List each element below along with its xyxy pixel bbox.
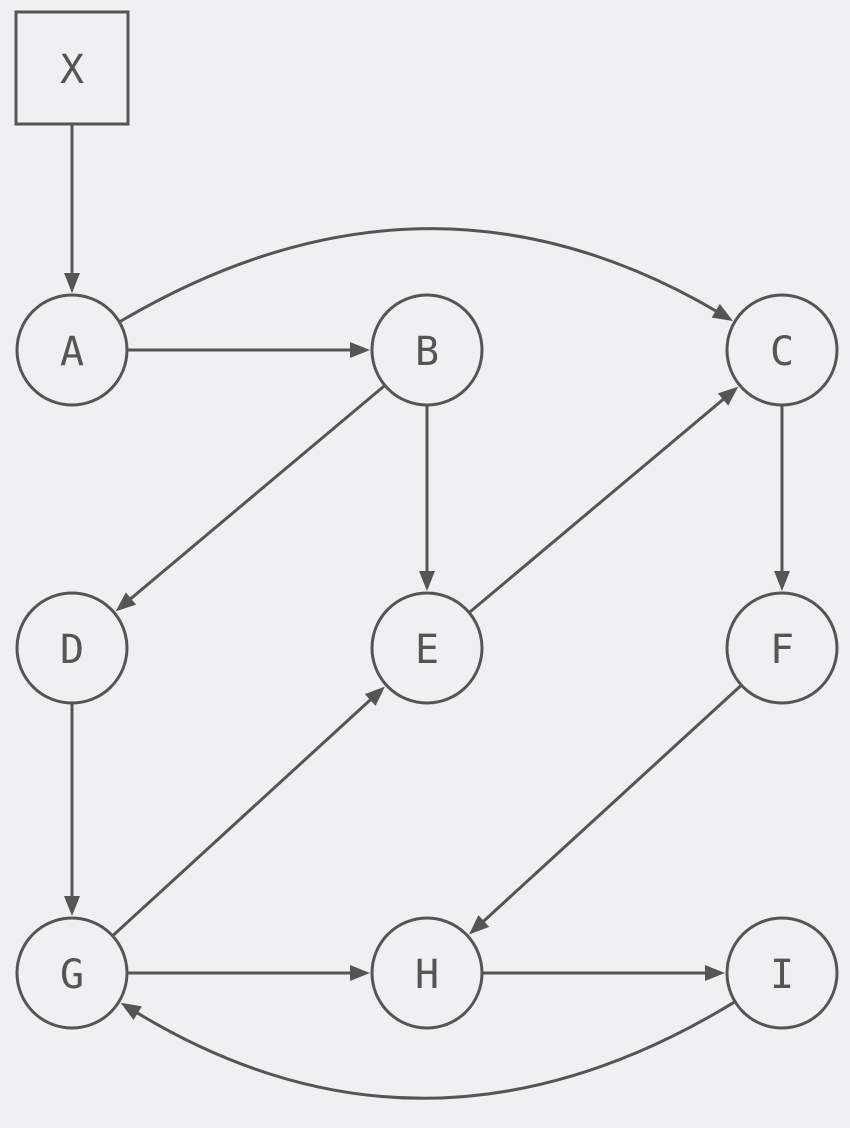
node-label: H bbox=[415, 952, 439, 998]
arrowhead bbox=[115, 592, 137, 612]
node-i: I bbox=[725, 916, 839, 1030]
node-circle bbox=[370, 591, 484, 705]
node-circle bbox=[370, 293, 484, 407]
nodes-layer: X A B C D E F G H I bbox=[14, 10, 839, 1030]
edge-a-to-c bbox=[118, 227, 733, 324]
node-f: F bbox=[725, 591, 839, 705]
node-label: X bbox=[60, 47, 84, 93]
node-d: D bbox=[15, 591, 129, 705]
edge-line bbox=[479, 684, 743, 925]
arrowhead bbox=[717, 386, 739, 406]
node-label: F bbox=[770, 627, 794, 673]
arrowhead bbox=[120, 1002, 142, 1020]
node-label: A bbox=[60, 329, 84, 375]
arrowhead bbox=[774, 571, 790, 591]
node-circle bbox=[15, 591, 129, 705]
node-x: X bbox=[14, 10, 130, 126]
edge-g-to-h bbox=[127, 965, 370, 981]
arrowhead bbox=[350, 965, 370, 981]
edge-a-to-b bbox=[127, 342, 370, 358]
edge-x-to-a bbox=[64, 124, 80, 293]
arrowhead bbox=[419, 571, 435, 591]
node-circle bbox=[15, 293, 129, 407]
node-label: E bbox=[415, 627, 439, 673]
arrowhead bbox=[64, 273, 80, 293]
node-circle bbox=[725, 293, 839, 407]
arrowhead bbox=[364, 686, 385, 706]
edge-e-to-c bbox=[468, 386, 739, 614]
edge-line bbox=[126, 384, 386, 603]
edge-h-to-i bbox=[482, 965, 725, 981]
edge-d-to-g bbox=[64, 703, 80, 916]
node-circle bbox=[725, 916, 839, 1030]
edge-i-to-g bbox=[120, 1000, 736, 1100]
node-g: G bbox=[15, 916, 129, 1030]
node-label: I bbox=[770, 952, 794, 998]
arrowhead bbox=[469, 915, 490, 935]
node-label: C bbox=[770, 329, 794, 375]
node-e: E bbox=[370, 591, 484, 705]
edge-line bbox=[118, 227, 720, 324]
edge-b-to-d bbox=[115, 384, 386, 612]
edge-c-to-f bbox=[774, 405, 790, 591]
edge-f-to-h bbox=[469, 684, 743, 935]
node-c: C bbox=[725, 293, 839, 407]
edge-line bbox=[133, 1000, 736, 1100]
node-circle bbox=[370, 916, 484, 1030]
edge-line bbox=[468, 395, 728, 614]
edge-line bbox=[111, 696, 375, 937]
node-a: A bbox=[15, 293, 129, 407]
edges-layer bbox=[64, 124, 790, 1100]
edge-g-to-e bbox=[111, 686, 385, 937]
node-circle bbox=[15, 916, 129, 1030]
arrowhead bbox=[711, 303, 733, 321]
node-h: H bbox=[370, 916, 484, 1030]
node-label: G bbox=[60, 952, 84, 998]
arrowhead bbox=[705, 965, 725, 981]
node-label: D bbox=[60, 627, 84, 673]
node-label: B bbox=[415, 329, 439, 375]
node-b: B bbox=[370, 293, 484, 407]
arrowhead bbox=[64, 896, 80, 916]
arrowhead bbox=[350, 342, 370, 358]
edge-b-to-e bbox=[419, 405, 435, 591]
node-box bbox=[14, 10, 130, 126]
node-circle bbox=[725, 591, 839, 705]
